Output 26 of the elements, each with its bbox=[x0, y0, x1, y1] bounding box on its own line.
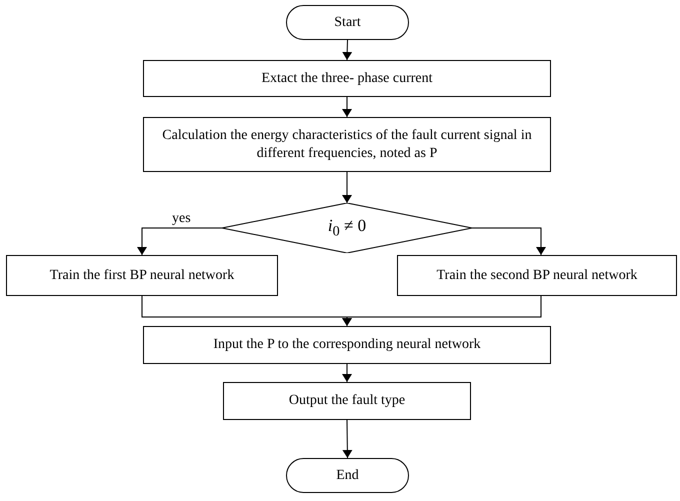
arrow bbox=[472, 228, 546, 256]
condition-text: i$_{0}$ ≠ 0 bbox=[328, 214, 366, 242]
arrow bbox=[342, 172, 352, 204]
step-text: End bbox=[336, 466, 359, 484]
step-text: Input the P to the corresponding neural network bbox=[213, 336, 481, 354]
arrow bbox=[342, 420, 352, 458]
process-box bbox=[397, 255, 677, 296]
arrow bbox=[342, 40, 352, 60]
process-box bbox=[143, 117, 551, 172]
terminal-shape bbox=[286, 458, 409, 493]
process-box bbox=[6, 255, 278, 296]
arrow bbox=[137, 228, 222, 256]
step-text: Train the first BP neural network bbox=[50, 266, 234, 284]
process-box bbox=[143, 326, 551, 364]
step-text: Train the second BP neural network bbox=[436, 266, 638, 284]
arrow bbox=[342, 296, 542, 326]
step-text: Start bbox=[334, 14, 361, 32]
process-box bbox=[223, 382, 471, 420]
arrow bbox=[342, 96, 352, 118]
step-text: Extact the three- phase current bbox=[261, 70, 433, 88]
terminal-shape bbox=[286, 5, 409, 40]
step-text: Calculation the energy characteristics of the fault current signal in different frequencies, noted as P bbox=[161, 127, 533, 162]
process-box bbox=[143, 60, 551, 97]
arrow bbox=[342, 364, 352, 382]
decision-diamond bbox=[222, 203, 472, 253]
step-text: Output the fault type bbox=[288, 392, 406, 410]
